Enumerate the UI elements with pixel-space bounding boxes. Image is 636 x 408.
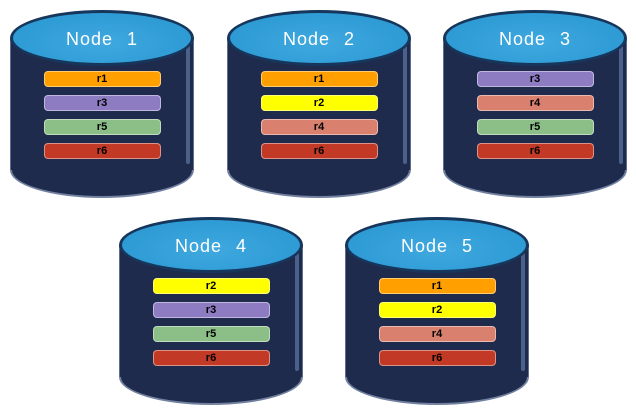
replica-bar: r4 <box>476 95 594 111</box>
cylinder-top: Node 2 <box>227 10 411 66</box>
cylinder-top: Node 5 <box>345 217 529 273</box>
replica-bar: r3 <box>43 95 161 111</box>
node-3-cylinder: Node 3 r3 r4 r5 r6 <box>443 10 627 198</box>
replica-list: r1 r2 r4 r6 <box>227 71 411 159</box>
replica-bar: r5 <box>43 119 161 135</box>
cylinder-top: Node 4 <box>119 217 303 273</box>
replica-bar: r2 <box>152 278 270 294</box>
node-2-cylinder: Node 2 r1 r2 r4 r6 <box>227 10 411 198</box>
replica-bar: r6 <box>476 143 594 159</box>
replica-bar: r5 <box>152 326 270 342</box>
node-title: Node 4 <box>174 235 248 256</box>
replica-bar: r1 <box>378 278 496 294</box>
cylinder-top: Node 1 <box>10 10 194 66</box>
replica-bar: r4 <box>260 119 378 135</box>
node-title: Node 3 <box>498 28 572 49</box>
node-4-cylinder: Node 4 r2 r3 r5 r6 <box>119 217 303 405</box>
replica-bar: r2 <box>378 302 496 318</box>
node-title: Node 5 <box>400 235 474 256</box>
replica-bar: r6 <box>378 350 496 366</box>
replica-bar: r4 <box>378 326 496 342</box>
replica-bar: r1 <box>43 71 161 87</box>
replica-bar: r6 <box>43 143 161 159</box>
cylinder-top: Node 3 <box>443 10 627 66</box>
replica-bar: r1 <box>260 71 378 87</box>
node-title: Node 1 <box>65 28 139 49</box>
replica-bar: r5 <box>476 119 594 135</box>
node-1-cylinder: Node 1 r1 r3 r5 r6 <box>10 10 194 198</box>
replica-list: r1 r2 r4 r6 <box>345 278 529 366</box>
node-title: Node 2 <box>282 28 356 49</box>
replica-bar: r6 <box>152 350 270 366</box>
node-5-cylinder: Node 5 r1 r2 r4 r6 <box>345 217 529 405</box>
replica-bar: r3 <box>152 302 270 318</box>
replica-bar: r6 <box>260 143 378 159</box>
replica-bar: r2 <box>260 95 378 111</box>
replica-list: r3 r4 r5 r6 <box>443 71 627 159</box>
replica-list: r2 r3 r5 r6 <box>119 278 303 366</box>
replica-list: r1 r3 r5 r6 <box>10 71 194 159</box>
replica-bar: r3 <box>476 71 594 87</box>
